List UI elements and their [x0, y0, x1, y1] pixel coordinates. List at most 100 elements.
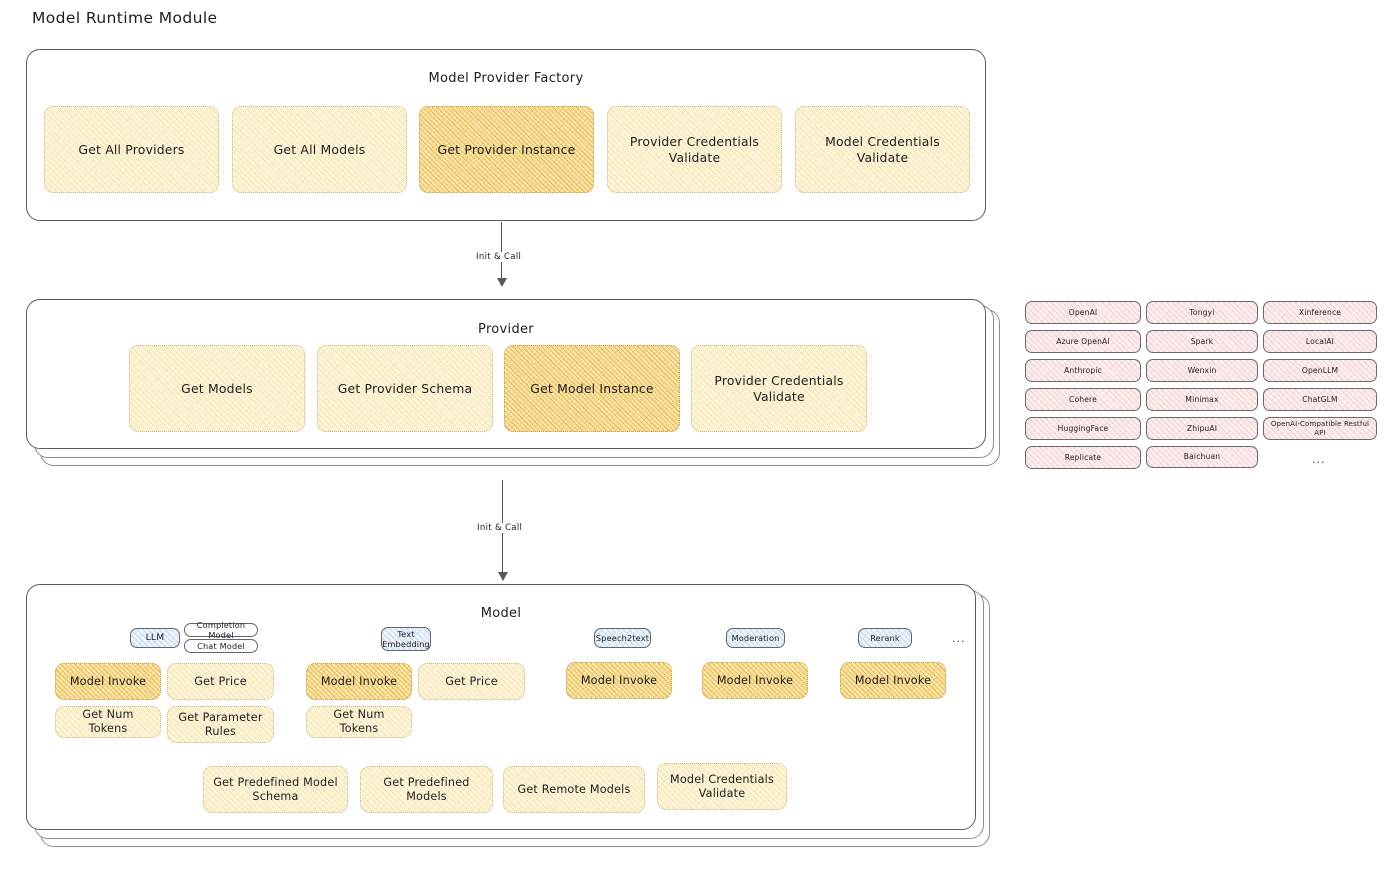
chip-label: Cohere	[1069, 394, 1097, 404]
chip-label: Wenxin	[1187, 365, 1217, 375]
factory-title: Model Provider Factory	[428, 71, 584, 86]
card-label: Model Invoke	[716, 673, 794, 687]
llm-card-get-num-tokens[interactable]: Get Num Tokens	[55, 706, 161, 738]
chip-label: OpenAI-Compatible Restful API	[1270, 419, 1370, 437]
badge-label: Moderation	[731, 633, 780, 643]
provider-chip-spark[interactable]: Spark	[1146, 330, 1258, 353]
provider-card-get-model-instance[interactable]: Get Model Instance	[504, 345, 680, 432]
chip-label: OpenAI	[1068, 307, 1098, 317]
chip-label: OpenLLM	[1301, 365, 1339, 375]
provider-chip-anthropic[interactable]: Anthropic	[1025, 359, 1141, 382]
chip-label: HuggingFace	[1057, 423, 1109, 433]
provider-chip-huggingface[interactable]: HuggingFace	[1025, 417, 1141, 440]
card-label: Get Remote Models	[517, 782, 631, 796]
badge-label: Speech2text	[595, 633, 650, 643]
card-label: Model Credentials Validate	[825, 134, 940, 165]
model-type-badge-moderation[interactable]: Moderation	[726, 628, 785, 648]
card-label: Get Num Tokens	[82, 708, 134, 735]
rerank-card-model-invoke[interactable]: Model Invoke	[840, 662, 946, 699]
card-label: Get All Providers	[78, 141, 185, 157]
provider-chip-openai[interactable]: OpenAI	[1025, 301, 1141, 324]
card-label: Get Models	[181, 380, 253, 396]
provider-chip-azure-openai[interactable]: Azure OpenAI	[1025, 330, 1141, 353]
card-label: Get Predefined Models	[383, 775, 470, 803]
arrow-factory-to-provider-head	[497, 278, 507, 287]
model-type-badge-rerank[interactable]: Rerank	[858, 628, 912, 648]
badge-label: Text Embedding	[382, 629, 430, 649]
factory-card-model-credentials-validate[interactable]: Model Credentials Validate	[795, 106, 970, 193]
chip-label: Replicate	[1064, 452, 1102, 462]
card-label: Model Invoke	[854, 673, 932, 687]
chip-label: Tongyi	[1189, 307, 1215, 317]
provider-list-more: ...	[1312, 453, 1326, 466]
factory-card-get-all-providers[interactable]: Get All Providers	[44, 106, 219, 193]
card-label: Model Credentials Validate	[670, 772, 774, 800]
card-label: Provider Credentials Validate	[629, 134, 760, 165]
model-title: Model	[480, 606, 522, 621]
factory-card-get-all-models[interactable]: Get All Models	[232, 106, 407, 193]
provider-chip-xinference[interactable]: Xinference	[1263, 301, 1377, 324]
provider-chip-baichuan[interactable]: Baichuan	[1146, 446, 1258, 468]
card-label: Get Num Tokens	[333, 708, 385, 735]
moderation-card-model-invoke[interactable]: Model Invoke	[702, 662, 808, 699]
model-type-badge-speech2text[interactable]: Speech2text	[594, 628, 651, 648]
provider-chip-openllm[interactable]: OpenLLM	[1263, 359, 1377, 382]
chip-label: ChatGLM	[1302, 394, 1338, 404]
card-label: Get Provider Schema	[337, 380, 473, 396]
chip-label: Spark	[1190, 336, 1214, 346]
shared-card-get-remote-models[interactable]: Get Remote Models	[503, 766, 645, 813]
chip-label: ZhipuAI	[1186, 423, 1218, 433]
card-label: Get Parameter Rules	[178, 710, 263, 738]
provider-chip-cohere[interactable]: Cohere	[1025, 388, 1141, 411]
card-label: Get Predefined Model Schema	[213, 775, 338, 803]
provider-chip-tongyi[interactable]: Tongyi	[1146, 301, 1258, 324]
provider-chip-replicate[interactable]: Replicate	[1025, 446, 1141, 469]
model-type-badge-llm[interactable]: LLM	[130, 628, 180, 648]
arrow-provider-to-model-head	[498, 572, 508, 581]
provider-chip-chatglm[interactable]: ChatGLM	[1263, 388, 1377, 411]
llm-card-model-invoke[interactable]: Model Invoke	[55, 663, 161, 700]
shared-card-model-credentials-validate[interactable]: Model Credentials Validate	[657, 763, 787, 810]
shared-card-get-predefined-model-schema[interactable]: Get Predefined Model Schema	[203, 766, 348, 813]
model-type-badge-text-embedding[interactable]: Text Embedding	[381, 627, 431, 651]
card-label: Get Model Instance	[530, 380, 654, 396]
badge-label: LLM	[145, 632, 165, 644]
provider-card-provider-credentials-validate[interactable]: Provider Credentials Validate	[691, 345, 867, 432]
model-subtype-completion-model[interactable]: Completion Model	[184, 620, 258, 640]
card-label: Model Invoke	[69, 674, 147, 688]
subtype-label: Chat Model	[197, 641, 245, 651]
shared-card-get-predefined-models[interactable]: Get Predefined Models	[360, 766, 493, 813]
embedding-card-get-num-tokens[interactable]: Get Num Tokens	[306, 706, 412, 738]
embedding-card-get-price[interactable]: Get Price	[418, 663, 525, 700]
provider-chip-minimax[interactable]: Minimax	[1146, 388, 1258, 411]
card-label: Model Invoke	[580, 673, 658, 687]
subtype-label: Completion Model	[196, 620, 246, 640]
provider-chip-zhipuai[interactable]: ZhipuAI	[1146, 417, 1258, 440]
chip-label: Azure OpenAI	[1056, 336, 1110, 346]
provider-card-get-models[interactable]: Get Models	[129, 345, 305, 432]
llm-card-get-price[interactable]: Get Price	[167, 663, 274, 700]
arrow-provider-to-model-label: Init & Call	[474, 523, 526, 533]
card-label: Get All Models	[273, 141, 366, 157]
chip-label: Anthropic	[1064, 365, 1102, 375]
chip-label: Minimax	[1185, 394, 1219, 404]
factory-card-provider-credentials-validate[interactable]: Provider Credentials Validate	[607, 106, 782, 193]
factory-card-get-provider-instance[interactable]: Get Provider Instance	[419, 106, 594, 193]
provider-chip-localai[interactable]: LocalAI	[1263, 330, 1377, 353]
llm-card-get-parameter-rules[interactable]: Get Parameter Rules	[167, 706, 274, 743]
embedding-card-model-invoke[interactable]: Model Invoke	[306, 663, 412, 700]
card-label: Model Invoke	[320, 674, 398, 688]
arrow-factory-to-provider-label: Init & Call	[473, 252, 525, 262]
model-panel: Model	[26, 584, 976, 830]
badge-label: Rerank	[870, 633, 900, 643]
chip-label: Xinference	[1298, 307, 1342, 317]
provider-chip-wenxin[interactable]: Wenxin	[1146, 359, 1258, 382]
provider-chip-openai-compatible-restful-api[interactable]: OpenAI-Compatible Restful API	[1263, 417, 1377, 440]
speech2text-card-model-invoke[interactable]: Model Invoke	[566, 662, 672, 699]
chip-label: Baichuan	[1183, 452, 1221, 462]
card-label: Get Price	[445, 674, 498, 688]
chip-label: LocalAI	[1305, 336, 1335, 346]
provider-card-get-provider-schema[interactable]: Get Provider Schema	[317, 345, 493, 432]
card-label: Get Price	[194, 674, 247, 688]
model-subtype-chat-model[interactable]: Chat Model	[184, 639, 258, 653]
